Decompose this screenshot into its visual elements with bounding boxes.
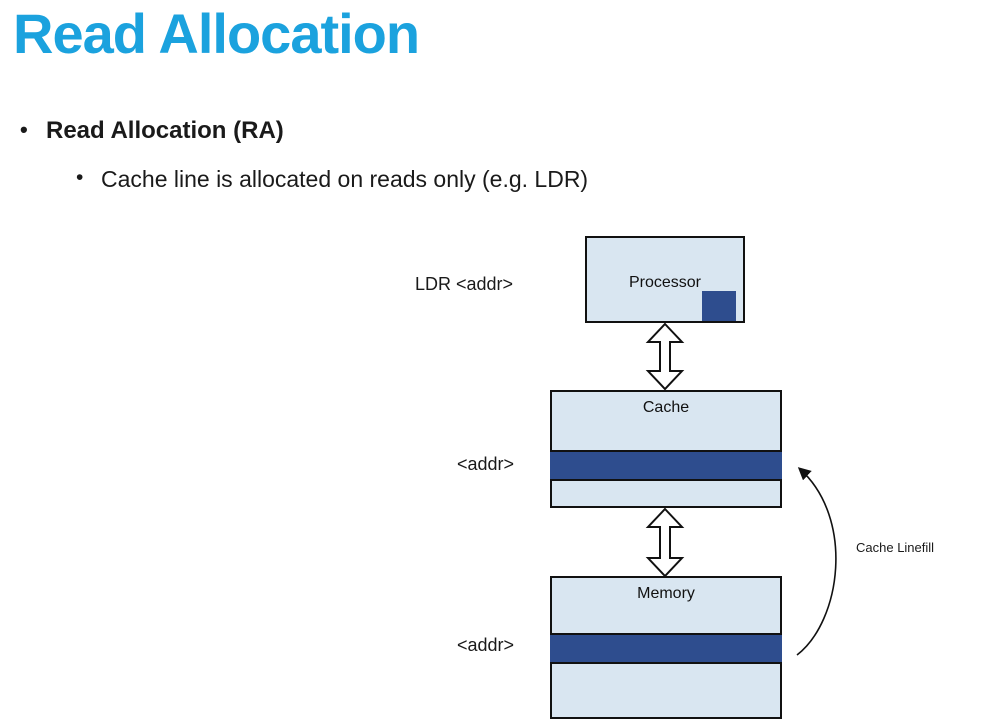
cache-box: Cache — [550, 390, 782, 508]
ldr-instruction-label: LDR <addr> — [415, 274, 514, 294]
bullet-cache-line-text: Cache line is allocated on reads only (e… — [101, 166, 589, 192]
memory-allocated-line — [550, 633, 782, 664]
memory-addr-label: <addr> — [457, 635, 515, 655]
bullet-read-allocation: • Read Allocation (RA) — [20, 117, 284, 145]
cache-memory-arrow — [645, 507, 685, 578]
cache-linefill-arrow — [796, 467, 837, 656]
bullet-read-allocation-text: Read Allocation (RA) — [46, 117, 284, 144]
cache-addr-label: <addr> — [457, 454, 515, 474]
processor-cache-arrow — [645, 322, 685, 391]
bullet-marker: • — [76, 166, 84, 189]
processor-box: Processor — [585, 236, 745, 323]
memory-label: Memory — [637, 585, 695, 602]
bullet-marker: • — [20, 117, 28, 142]
cache-label: Cache — [642, 399, 690, 416]
processor-allocated-square — [702, 291, 736, 321]
bullet-cache-line: • Cache line is allocated on reads only … — [76, 166, 588, 193]
cache-allocated-line — [550, 450, 782, 481]
cache-linefill-label: Cache Linefill — [856, 540, 935, 555]
processor-label: Processor — [628, 274, 702, 291]
memory-box: Memory — [550, 576, 782, 719]
slide-title: Read Allocation — [13, 2, 420, 65]
